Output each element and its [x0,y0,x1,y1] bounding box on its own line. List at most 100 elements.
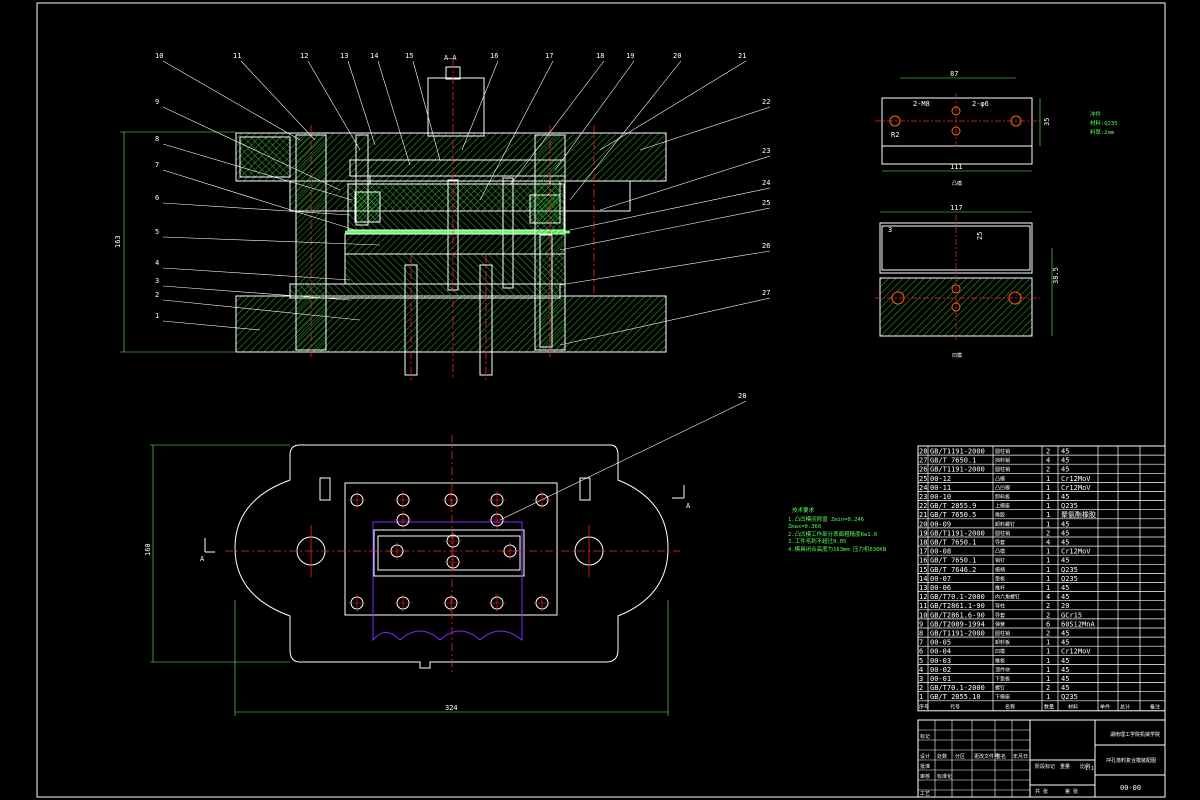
title-block-label: 分区 [955,753,965,760]
part-label-12: 12 [300,52,308,60]
bom-material: Cr12MoV [1061,648,1091,656]
bom-header-cell: 序号 [919,703,929,710]
bom-no: 7 [919,639,923,647]
punch-detail-view: 87 111 35 2-M8 2-φ6 R2 凸模 冲件材料:Q235料厚:2m… [875,70,1118,187]
bom-no: 15 [919,566,927,574]
bom-qty: 1 [1046,511,1050,519]
bom-material: Cr12MoV [1061,475,1091,483]
bom-no: 28 [919,448,927,456]
part-label-2: 2 [155,291,159,299]
bom-name: 凹模 [995,648,1005,655]
leader-line-18 [509,60,605,186]
drawing-name: 冲孔落料复合模装配图 [1106,757,1156,764]
title-block-label: 阶段标记 [1035,763,1055,770]
bom-name: 内六角螺钉 [995,594,1020,601]
part-label-25: 25 [762,199,770,207]
bom-qty: 1 [1046,502,1050,510]
bom-code: GB/T2861.1-90 [930,602,985,610]
bom-material: 45 [1061,639,1069,647]
bom-name: 圆柱销 [995,630,1010,637]
bom-no: 9 [919,620,923,628]
part-label-22: 22 [762,98,770,106]
title-block-label: 比例 [1080,763,1090,770]
part-label-23: 23 [762,147,770,155]
notes-line-5: 4.模具闭合高度为163mm 压力机630KN [788,545,886,553]
bom-no: 17 [919,548,927,556]
bom-qty: 6 [1046,620,1050,628]
part-label-26: 26 [762,242,770,250]
bom-material: Q235 [1061,566,1078,574]
bom-material: 45 [1061,466,1069,474]
bom-no: 5 [919,657,923,665]
bom-code: GB/T 7646.2 [930,566,976,574]
leader-line-14 [377,60,411,166]
bom-material: Cr12MoV [1061,548,1091,556]
bom-header-cell: 数量 [1044,703,1054,710]
bom-material: 45 [1061,457,1069,465]
bom-name: 顶件块 [995,666,1010,673]
part-label-1: 1 [155,312,159,320]
plan-view: 160 324 A A [144,435,691,716]
bom-code: 00-07 [930,575,951,583]
section-view: 163 A—A [114,54,667,380]
bom-no: 18 [919,539,927,547]
title-block-label: 第 张 [1065,788,1078,795]
bom-code: 00-05 [930,639,951,647]
bom-header-cell: 代号 [950,703,960,710]
bom-material: 45 [1061,666,1069,674]
bom-material: 45 [1061,630,1069,638]
bom-name: 挡料销 [995,457,1010,464]
title-block-label: 工艺 [920,791,930,797]
title-block-label: 年月日 [1013,753,1028,760]
die-caption: 凹模 [952,352,962,359]
bom-header-cell: 总计 [1120,703,1130,710]
part-label-6: 6 [155,194,159,202]
title-block-label: 更改文件号 [974,753,999,760]
bom-material: 45 [1061,657,1069,665]
bom-qty: 1 [1046,493,1050,501]
bom-name: 销钉 [995,557,1005,564]
bom-material: Q235 [1061,575,1078,583]
bom-qty: 1 [1046,557,1050,565]
side-note-2: 料厚:2mm [1090,128,1115,136]
bom-no: 1 [919,693,923,701]
notes-line-4: 3.工件毛刺不超过0.05 [788,537,846,545]
bom-code: 00-09 [930,520,951,528]
bom-material: 45 [1061,529,1069,537]
bom-header-cell: 单件 [1100,703,1110,710]
punch-caption: 凸模 [952,180,962,187]
bom-qty: 2 [1046,630,1050,638]
bom-no: 20 [919,520,927,528]
bom-name: 导套 [995,539,1005,546]
bom-material: 45 [1061,684,1069,692]
school-name: 湖南理工学院机械学院 [1110,731,1160,738]
leader-line-6 [162,202,351,216]
leader-line-16 [461,60,499,151]
title-block-label: 设计 [920,753,930,760]
bom-name: 卸料板 [995,494,1010,501]
leader-line-10 [162,60,301,141]
bom-no: 22 [919,502,927,510]
bom-material: 45 [1061,593,1069,601]
bom-qty: 4 [1046,593,1050,601]
part-label-20: 20 [673,52,681,60]
part-label-14: 14 [370,52,378,60]
bom-no: 14 [919,575,927,583]
bom-qty: 1 [1046,566,1050,574]
section-title: A—A [444,54,457,62]
bom-header-cell: 备注 [1150,703,1160,710]
part-label-13: 13 [340,52,348,60]
bom-header-cell: 名称 [1005,703,1015,710]
dim-r2: R2 [891,131,899,139]
